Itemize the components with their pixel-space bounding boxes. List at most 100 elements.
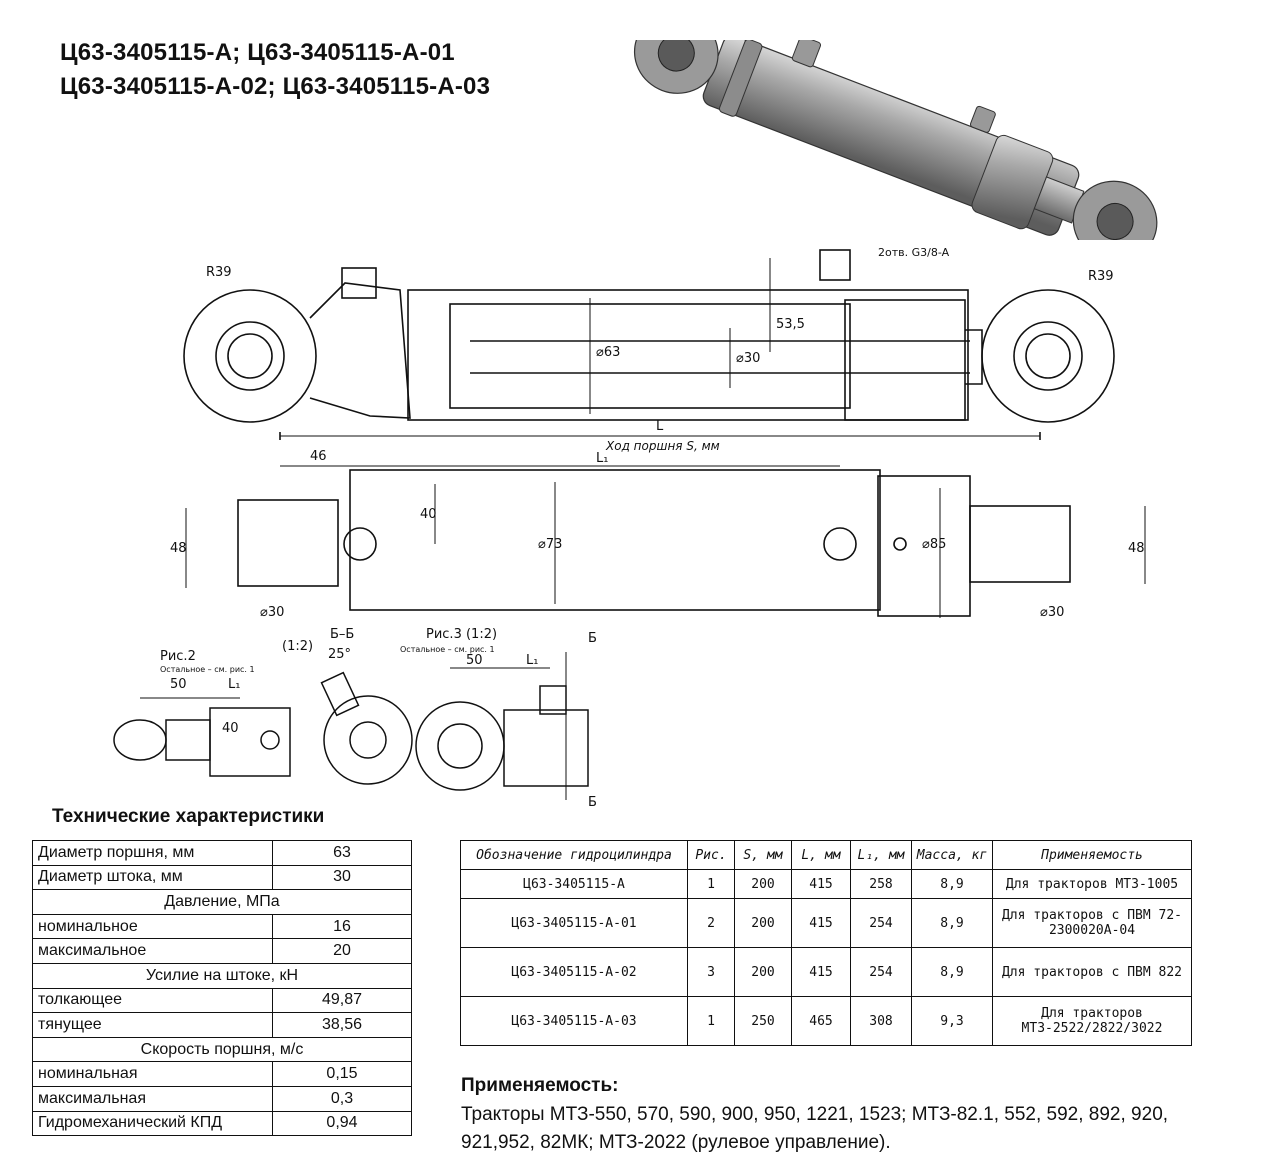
callout-dia30-left: ⌀30 bbox=[260, 605, 284, 620]
cell: 1 bbox=[687, 996, 735, 1046]
fig3-sub: Остальное – см. рис. 1 bbox=[400, 645, 495, 654]
callout-dia85: ⌀85 bbox=[922, 537, 946, 552]
table-row: Ц63-3405115-А-01 2 200 415 254 8,9 Для т… bbox=[460, 898, 1192, 948]
cell: 415 bbox=[791, 869, 851, 899]
column-header: Обозначение гидроцилиндра bbox=[460, 840, 688, 870]
callout-dim46: 46 bbox=[310, 449, 327, 464]
table-row: Гидромеханический КПД 0,94 bbox=[32, 1110, 412, 1137]
applicability-text: Тракторы МТЗ-550, 570, 590, 900, 950, 12… bbox=[461, 1104, 1169, 1153]
table-row: номинальная 0,15 bbox=[32, 1061, 412, 1087]
cell: Ц63-3405115-А-01 bbox=[460, 898, 688, 948]
column-header: S, мм bbox=[734, 840, 792, 870]
fig2-label: Рис.2 bbox=[160, 649, 196, 664]
spec-label: толкающее bbox=[32, 987, 273, 1014]
table-row: толкающее 49,87 bbox=[32, 987, 412, 1014]
spec-label: максимальное bbox=[32, 938, 273, 964]
cylinder-technical-drawing: R39 R39 2отв. G3/8-A ⌀63 ⌀30 53,5 L Ход … bbox=[170, 246, 1146, 620]
cell: 8,9 bbox=[911, 869, 993, 899]
column-header: Применяемость bbox=[992, 840, 1192, 870]
cell: 2 bbox=[687, 898, 735, 948]
spec-label: номинальная bbox=[32, 1061, 273, 1087]
cell: 415 bbox=[791, 947, 851, 997]
spec-label: номинальное bbox=[32, 913, 273, 940]
spec-value: 63 bbox=[272, 840, 412, 866]
table-row: Усилие на штоке, кН bbox=[32, 962, 412, 989]
title-line-1: Ц63-3405115-А; Ц63-3405115-А-01 bbox=[60, 39, 455, 66]
table-row: Ц63-3405115-А-02 3 200 415 254 8,9 Для т… bbox=[460, 947, 1192, 997]
table-row: Ц63-3405115-А-03 1 250 465 308 9,3 Для т… bbox=[460, 996, 1192, 1046]
cell: 465 bbox=[791, 996, 851, 1046]
cell: Для тракторов с ПВМ 72-2300020А-04 bbox=[992, 898, 1192, 948]
table-row: Диаметр поршня, мм 63 bbox=[32, 840, 412, 866]
table-row: Скорость поршня, м/с bbox=[32, 1036, 412, 1063]
fig3-dim-L1: L₁ bbox=[526, 653, 538, 668]
tech-specs-table: Диаметр поршня, мм 63 Диаметр штока, мм … bbox=[32, 840, 412, 1137]
spec-group-header: Давление, МПа bbox=[32, 889, 412, 915]
cell: 200 bbox=[734, 947, 792, 997]
cell: 254 bbox=[850, 947, 912, 997]
table-row: тянущее 38,56 bbox=[32, 1012, 412, 1038]
callout-r39-left: R39 bbox=[206, 265, 232, 280]
cell: 200 bbox=[734, 869, 792, 899]
cell: 8,9 bbox=[911, 898, 993, 948]
section-label: Б–Б bbox=[330, 628, 354, 642]
table-header-row: Обозначение гидроцилиндра Рис. S, мм L, … bbox=[460, 840, 1192, 870]
cell: 200 bbox=[734, 898, 792, 948]
models-table: Обозначение гидроцилиндра Рис. S, мм L, … bbox=[460, 840, 1192, 1046]
table-row: Давление, МПа bbox=[32, 889, 412, 915]
spec-label: тянущее bbox=[32, 1012, 273, 1038]
cell: Ц63-3405115-А-02 bbox=[460, 947, 688, 997]
fig2-scale: (1:2) bbox=[282, 639, 313, 654]
cylinder-3d-illustration bbox=[633, 40, 1158, 240]
cell: Ц63-3405115-А-03 bbox=[460, 996, 688, 1046]
column-header: Масса, кг bbox=[911, 840, 993, 870]
callout-r39-right: R39 bbox=[1088, 269, 1114, 284]
callout-dia30: ⌀30 bbox=[736, 351, 760, 366]
column-header: Рис. bbox=[687, 840, 735, 870]
cell: Для тракторов МТЗ-1005 bbox=[992, 869, 1192, 899]
cell: 415 bbox=[791, 898, 851, 948]
callout-dim48-left: 48 bbox=[170, 541, 187, 556]
callout-dia30-right: ⌀30 bbox=[1040, 605, 1064, 620]
callout-dim-L: L bbox=[656, 419, 664, 434]
callout-dim48-right: 48 bbox=[1128, 541, 1145, 556]
applicability-title: Применяемость: bbox=[461, 1075, 619, 1096]
cell: Для тракторов с ПВМ 822 bbox=[992, 947, 1192, 997]
cell: 3 bbox=[687, 947, 735, 997]
fig3-label: Рис.3 (1:2) bbox=[426, 628, 497, 642]
table-row: максимальная 0,3 bbox=[32, 1085, 412, 1112]
cell: Для тракторов МТЗ-2522/2822/3022 bbox=[992, 996, 1192, 1046]
detail-views-drawing: Рис.2 Остальное – см. рис. 1 (1:2) 50 L₁… bbox=[113, 628, 597, 808]
callout-port: 2отв. G3/8-A bbox=[878, 246, 950, 259]
column-header: L, мм bbox=[791, 840, 851, 870]
cell: 8,9 bbox=[911, 947, 993, 997]
cell: Ц63-3405115-А bbox=[460, 869, 688, 899]
cell: 1 bbox=[687, 869, 735, 899]
spec-label: Диаметр поршня, мм bbox=[32, 840, 273, 866]
cell: 308 bbox=[850, 996, 912, 1046]
spec-value: 0,15 bbox=[272, 1061, 412, 1087]
section-angle: 25° bbox=[328, 647, 351, 662]
callout-dim40: 40 bbox=[420, 507, 437, 522]
spec-label: Диаметр штока, мм bbox=[32, 864, 273, 891]
fig2-dim40: 40 bbox=[222, 721, 239, 736]
page-title: Ц63-3405115-А; Ц63-3405115-А-01 Ц63-3405… bbox=[60, 36, 490, 104]
spec-value: 30 bbox=[272, 864, 412, 891]
fig2-dim-L1: L₁ bbox=[228, 677, 240, 692]
spec-value: 20 bbox=[272, 938, 412, 964]
spec-value: 16 bbox=[272, 913, 412, 940]
title-line-2: Ц63-3405115-А-02; Ц63-3405115-А-03 bbox=[60, 73, 491, 100]
fig3-dim50: 50 bbox=[466, 653, 483, 668]
cell: 258 bbox=[850, 869, 912, 899]
callout-stroke: Ход поршня S, мм bbox=[605, 439, 720, 453]
table-row: Ц63-3405115-А 1 200 415 258 8,9 Для трак… bbox=[460, 869, 1192, 899]
table-row: номинальное 16 bbox=[32, 913, 412, 940]
spec-value: 0,94 bbox=[272, 1110, 412, 1137]
fig3-cut-bottom: Б bbox=[588, 795, 597, 808]
spec-label: максимальная bbox=[32, 1085, 273, 1112]
callout-L1: L₁ bbox=[596, 451, 608, 466]
fig3-cut-top: Б bbox=[588, 631, 597, 646]
spec-group-header: Скорость поршня, м/с bbox=[32, 1036, 412, 1063]
cell: 254 bbox=[850, 898, 912, 948]
spec-value: 49,87 bbox=[272, 987, 412, 1014]
